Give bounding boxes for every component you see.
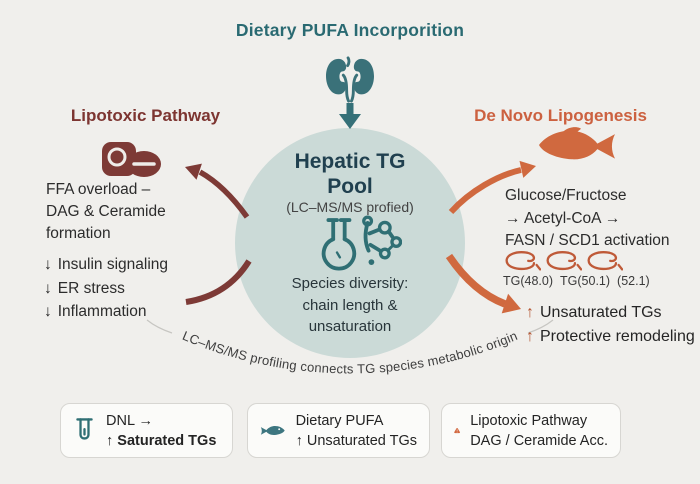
fish-icon-orange bbox=[539, 127, 615, 160]
dnl-desc-line2: → Acetyl-CoA → bbox=[505, 209, 621, 227]
legend-text: DNL → ↑ Saturated TGs bbox=[106, 411, 216, 451]
lipotoxic-desc-line2: DAG & Ceramide bbox=[46, 203, 166, 220]
list-item: ↑ Unsaturated TGs bbox=[526, 301, 695, 325]
pool-title: Hepatic TG Pool bbox=[235, 149, 465, 199]
effect-label: Protective remodeling bbox=[540, 327, 695, 345]
pool-body-text: Species diversity: chain length & unsatu… bbox=[235, 273, 465, 338]
down-arrow-icon bbox=[339, 103, 361, 129]
pool-body-line1: Species diversity: bbox=[291, 275, 409, 292]
pool-body-line2: chain length & bbox=[302, 296, 398, 314]
legend-line1: Dietary PUFA bbox=[295, 412, 384, 429]
legend-line2: ↑ Unsaturated TGs bbox=[295, 432, 417, 449]
lipotoxic-desc-line1: FFA overload – bbox=[46, 181, 151, 198]
legend-line1: Lipotoxic Pathway bbox=[470, 412, 588, 429]
legend-box-dietary-pufa: Dietary PUFA ↑ Unsaturated TGs bbox=[247, 403, 430, 458]
arrow-to-unsaturated-tgs bbox=[445, 253, 521, 314]
legend-line1: DNL → bbox=[106, 412, 153, 429]
page-title: Dietary PUFA Incorporition bbox=[235, 20, 465, 40]
tg-droplet-icon bbox=[505, 251, 541, 271]
legend-text: Dietary PUFA ↑ Unsaturated TGs bbox=[296, 411, 417, 451]
flask-molecule-icon bbox=[321, 215, 402, 271]
list-item: ↓ ER stress bbox=[44, 277, 168, 301]
pool-subtitle: (LC–MS/MS profied) bbox=[286, 199, 414, 215]
test-tube-icon bbox=[76, 418, 93, 440]
tg-label: (52.1) bbox=[617, 274, 650, 288]
dnl-heading: De Novo Lipogenesis bbox=[474, 106, 647, 125]
lipotoxic-effects-list: ↓ Insulin signaling ↓ ER stress ↓ Inflammat… bbox=[44, 253, 168, 324]
dnl-description: Glucose/Fructose → Acetyl-CoA → FASN / S… bbox=[505, 185, 670, 253]
legend-box-dnl: DNL → ↑ Saturated TGs bbox=[60, 403, 233, 458]
effect-label: Unsaturated TGs bbox=[540, 304, 662, 321]
tg-droplet-icon bbox=[546, 251, 582, 271]
dnl-desc-line1: Glucose/Fructose bbox=[505, 187, 627, 204]
effect-label: ER stress bbox=[57, 279, 125, 297]
down-arrow-glyph: ↓ bbox=[44, 256, 52, 273]
arrow-to-lipotoxic bbox=[185, 163, 250, 219]
tg-label: TG(48.0) bbox=[503, 274, 554, 288]
lipotoxic-description: FFA overload – DAG & Ceramide formation bbox=[46, 179, 166, 245]
down-arrow-glyph: ↓ bbox=[44, 279, 52, 297]
caption-arc-right bbox=[527, 319, 554, 334]
list-item: ↓ Insulin signaling bbox=[44, 253, 168, 277]
lipotoxic-desc-line3: formation bbox=[46, 225, 111, 242]
legend-line2: DAG / Ceramide Acc. bbox=[470, 432, 608, 449]
legend-line2: ↑ Saturated TGs bbox=[106, 432, 217, 449]
arc-to-lipotoxic-effects bbox=[185, 259, 252, 305]
up-arrow-glyph: ↑ bbox=[526, 304, 534, 321]
down-arrow-glyph: ↓ bbox=[44, 303, 52, 320]
legend-box-lipotoxic: Lipotoxic Pathway DAG / Ceramide Acc. bbox=[441, 403, 621, 458]
legend-text: Lipotoxic Pathway DAG / Ceramide Acc. bbox=[470, 411, 608, 451]
caption-arc-left bbox=[146, 319, 173, 334]
pool-title-line2: Pool bbox=[327, 175, 373, 198]
dnl-desc-line3: FASN / SCD1 activation bbox=[505, 232, 670, 249]
warning-icon bbox=[454, 427, 460, 434]
pills-icon bbox=[102, 142, 161, 177]
lipotoxic-heading: Lipotoxic Pathway bbox=[70, 106, 221, 125]
tg-species-labels: TG(48.0) TG(50.1) (52.1) bbox=[503, 274, 657, 288]
effect-label: Insulin signaling bbox=[57, 256, 169, 273]
list-item: ↓ Inflammation bbox=[44, 300, 168, 324]
effect-label: Inflammation bbox=[57, 303, 147, 320]
up-arrow-glyph: ↑ bbox=[526, 327, 534, 345]
pool-body-line3: unsaturation bbox=[308, 318, 392, 335]
tg-label: TG(50.1) bbox=[560, 274, 611, 288]
list-item: ↑ Protective remodeling bbox=[526, 325, 695, 349]
tg-species-icons bbox=[504, 249, 623, 273]
fish-icon bbox=[260, 426, 285, 435]
arrow-to-dnl bbox=[448, 160, 536, 215]
tg-droplet-icon bbox=[587, 251, 623, 271]
dnl-effects-list: ↑ Unsaturated TGs ↑ Protective remodeling bbox=[526, 301, 695, 348]
pool-title-line1: Hepatic TG bbox=[294, 150, 406, 173]
kidneys-icon bbox=[326, 56, 374, 103]
